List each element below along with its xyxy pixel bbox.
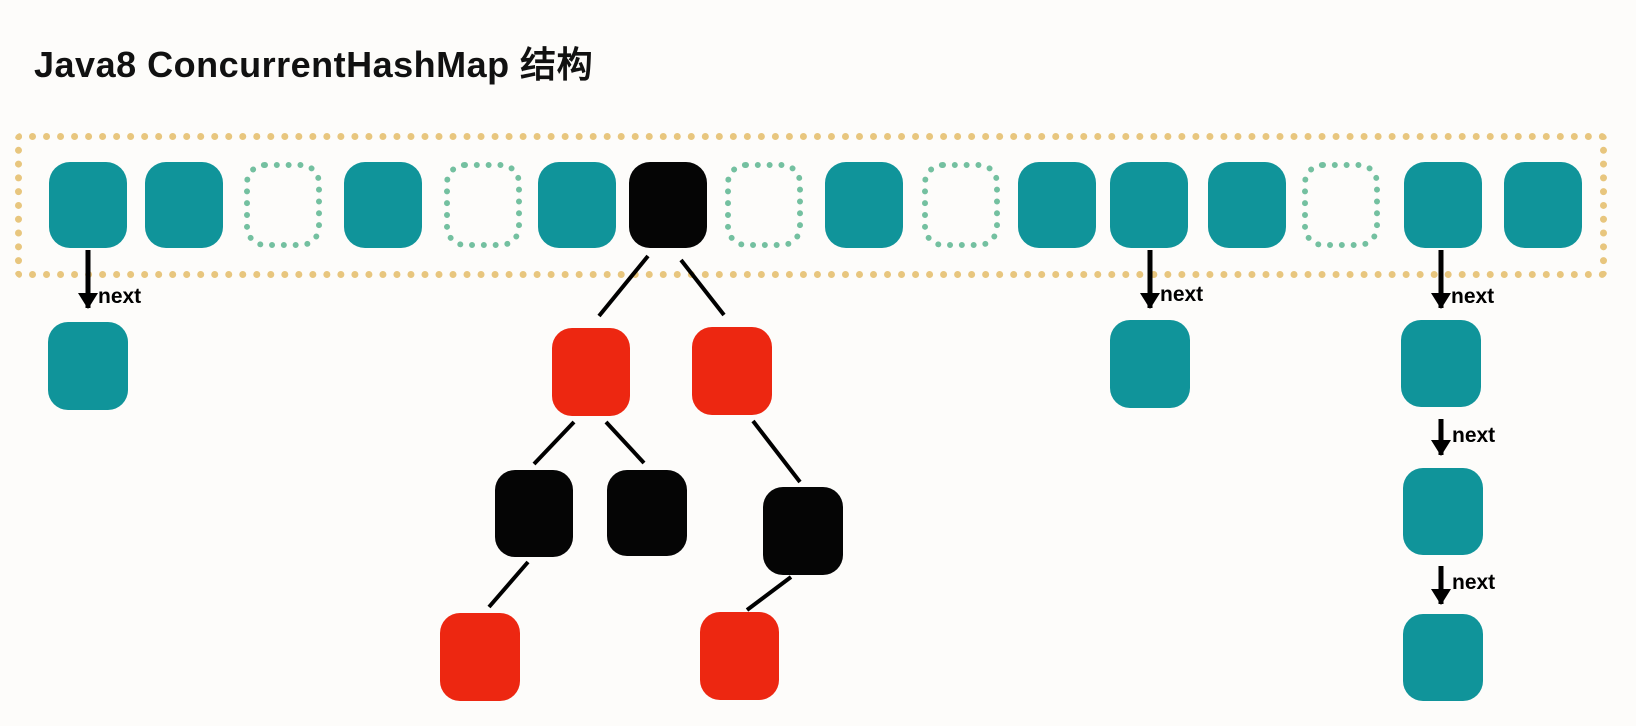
tree-node-black-right	[763, 487, 843, 575]
list-node-bucket-11-0	[1110, 320, 1190, 408]
tree-edge-black-right-to-red-bottom-right	[745, 575, 793, 612]
bucket-cell-0-filled	[49, 162, 127, 248]
bucket-cell-10-filled	[1018, 162, 1096, 248]
bucket-cell-2-empty	[244, 162, 322, 248]
bucket-cell-7-empty	[725, 162, 803, 248]
list-node-bucket-14-2	[1403, 614, 1483, 701]
bucket-cell-15-filled	[1504, 162, 1582, 248]
bucket-cell-4-empty	[444, 162, 522, 248]
bucket-cell-5-filled	[538, 162, 616, 248]
bucket-cell-3-filled	[344, 162, 422, 248]
tree-node-red-left	[552, 328, 630, 416]
bucket-cell-12-filled	[1208, 162, 1286, 248]
bucket-cell-1-filled	[145, 162, 223, 248]
bucket-cell-13-empty	[1302, 162, 1380, 248]
bucket-cell-9-empty	[922, 162, 1000, 248]
tree-node-red-bottom-left	[440, 613, 520, 701]
tree-node-red-bottom-right	[700, 612, 779, 700]
next-label: next	[98, 285, 142, 308]
tree-node-black-left	[495, 470, 573, 557]
list-node-bucket-14-0	[1401, 320, 1481, 407]
tree-edge-red-left-to-black-left	[532, 420, 576, 466]
next-label: next	[1452, 424, 1496, 447]
diagram-title: Java8 ConcurrentHashMap 结构	[34, 44, 594, 85]
bucket-cell-14-filled	[1404, 162, 1482, 248]
tree-edge-black-left-to-red-bottom-left	[487, 560, 530, 609]
bucket-cell-11-filled	[1110, 162, 1188, 248]
tree-node-black-mid	[607, 470, 687, 556]
tree-edge-red-right-to-black-right	[751, 419, 802, 484]
bucket-cell-8-filled	[825, 162, 903, 248]
next-label: next	[1452, 571, 1496, 594]
list-node-bucket-0-0	[48, 322, 128, 410]
list-node-bucket-14-1	[1403, 468, 1483, 555]
tree-node-red-right	[692, 327, 772, 415]
tree-edge-red-left-to-black-mid	[604, 420, 646, 465]
bucket-cell-6-tree-root	[629, 162, 707, 248]
bucket-array-frame	[15, 133, 1607, 278]
next-label: next	[1160, 283, 1204, 306]
next-label: next	[1451, 285, 1495, 308]
